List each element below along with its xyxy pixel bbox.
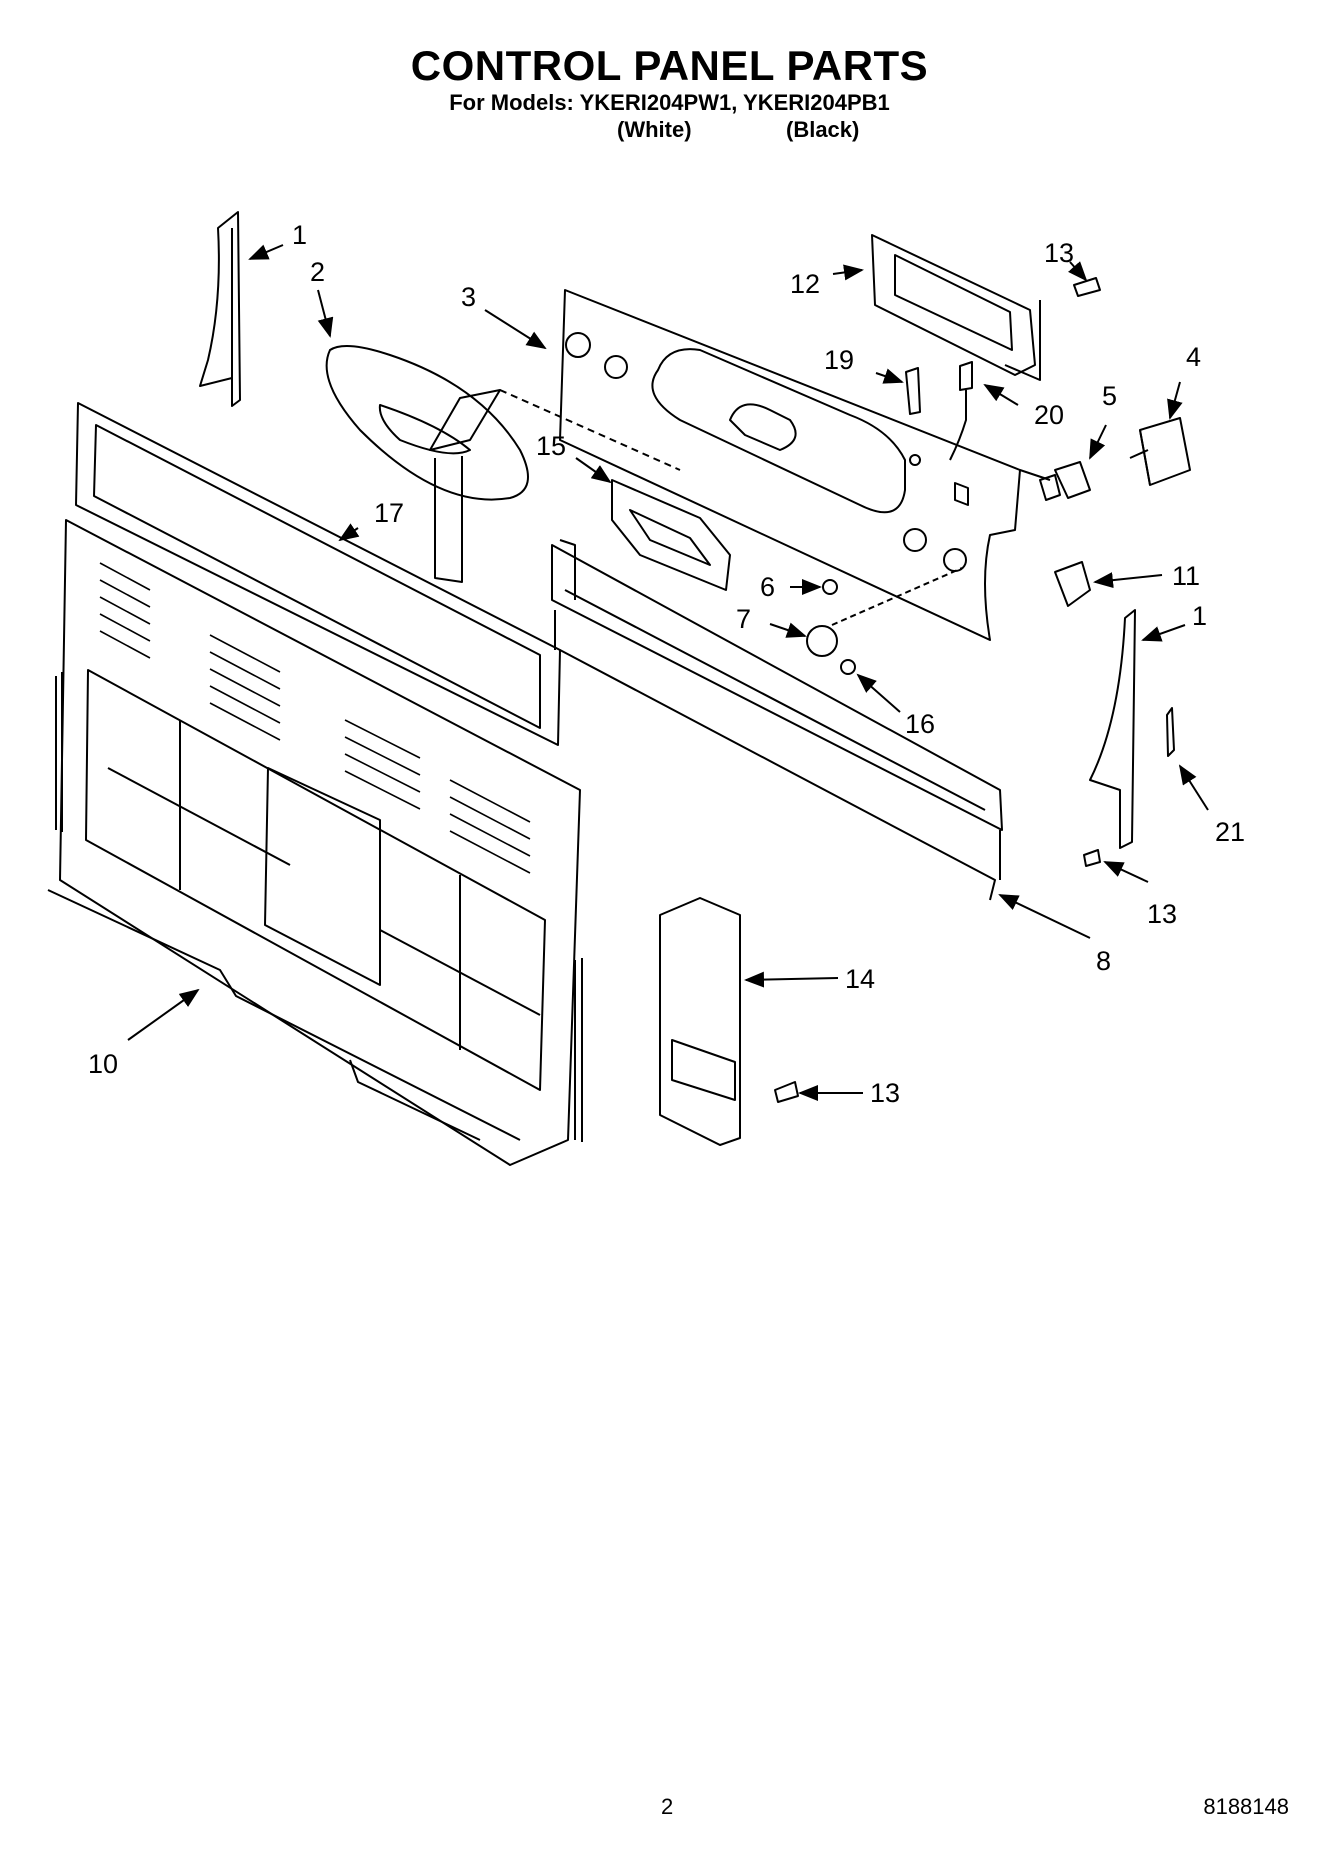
callout-6: 6 bbox=[760, 572, 775, 602]
callout-13-right: 13 bbox=[1147, 899, 1177, 929]
back-panel-part bbox=[47, 402, 583, 1166]
page-title: CONTROL PANEL PARTS bbox=[410, 42, 929, 89]
callout-13-bottom: 13 bbox=[870, 1078, 900, 1108]
control-knob-part bbox=[806, 567, 963, 657]
mounting-screw-part bbox=[840, 659, 856, 675]
callout-4: 4 bbox=[1186, 342, 1201, 372]
document-number: 8188148 bbox=[1203, 1794, 1289, 1819]
switch-part bbox=[1129, 417, 1191, 486]
callout-11: 11 bbox=[1172, 561, 1200, 591]
cover-part bbox=[659, 897, 741, 1146]
overlay-trim-part bbox=[325, 345, 529, 501]
callout-1-right: 1 bbox=[1192, 601, 1207, 631]
variant-black: (Black) bbox=[786, 117, 860, 142]
callout-2: 2 bbox=[310, 257, 325, 287]
lamp-holder-part bbox=[1039, 461, 1091, 501]
callout-14: 14 bbox=[845, 964, 875, 994]
callout-5: 5 bbox=[1102, 381, 1117, 411]
clip-part bbox=[1054, 561, 1091, 607]
wire-harness-part bbox=[429, 389, 681, 583]
callout-12: 12 bbox=[790, 269, 820, 299]
side-bracket-left-part bbox=[199, 211, 241, 407]
callout-arrows bbox=[127, 244, 1209, 1101]
callout-17: 17 bbox=[374, 498, 404, 528]
callout-labels: 1 2 3 12 13 19 20 4 5 15 17 6 7 11 1 16 … bbox=[88, 220, 1245, 1108]
callout-20: 20 bbox=[1034, 400, 1064, 430]
display-board-part bbox=[871, 234, 1041, 381]
thermal-fuse-part bbox=[949, 361, 973, 461]
knob-screw-part bbox=[822, 579, 838, 595]
callout-10: 10 bbox=[88, 1049, 118, 1079]
callout-19: 19 bbox=[824, 345, 854, 375]
callout-13: 13 bbox=[1044, 238, 1074, 268]
front-rail-part bbox=[551, 539, 1003, 901]
models-line: For Models: YKERI204PW1, YKERI204PB1 bbox=[449, 90, 890, 115]
side-bracket-right-part bbox=[1089, 609, 1136, 849]
callout-1: 1 bbox=[292, 220, 307, 250]
page-number: 2 bbox=[661, 1794, 674, 1819]
callout-15: 15 bbox=[536, 431, 566, 461]
callout-16: 16 bbox=[905, 709, 935, 739]
callout-8: 8 bbox=[1096, 946, 1111, 976]
display-bracket-part bbox=[611, 479, 731, 591]
indicator-lamp-part bbox=[905, 367, 921, 415]
variant-white: (White) bbox=[617, 117, 692, 142]
callout-7: 7 bbox=[736, 604, 751, 634]
small-clip-part bbox=[1166, 707, 1175, 757]
callout-3: 3 bbox=[461, 282, 476, 312]
callout-21: 21 bbox=[1215, 817, 1245, 847]
control-panel-housing-part bbox=[559, 289, 1051, 641]
